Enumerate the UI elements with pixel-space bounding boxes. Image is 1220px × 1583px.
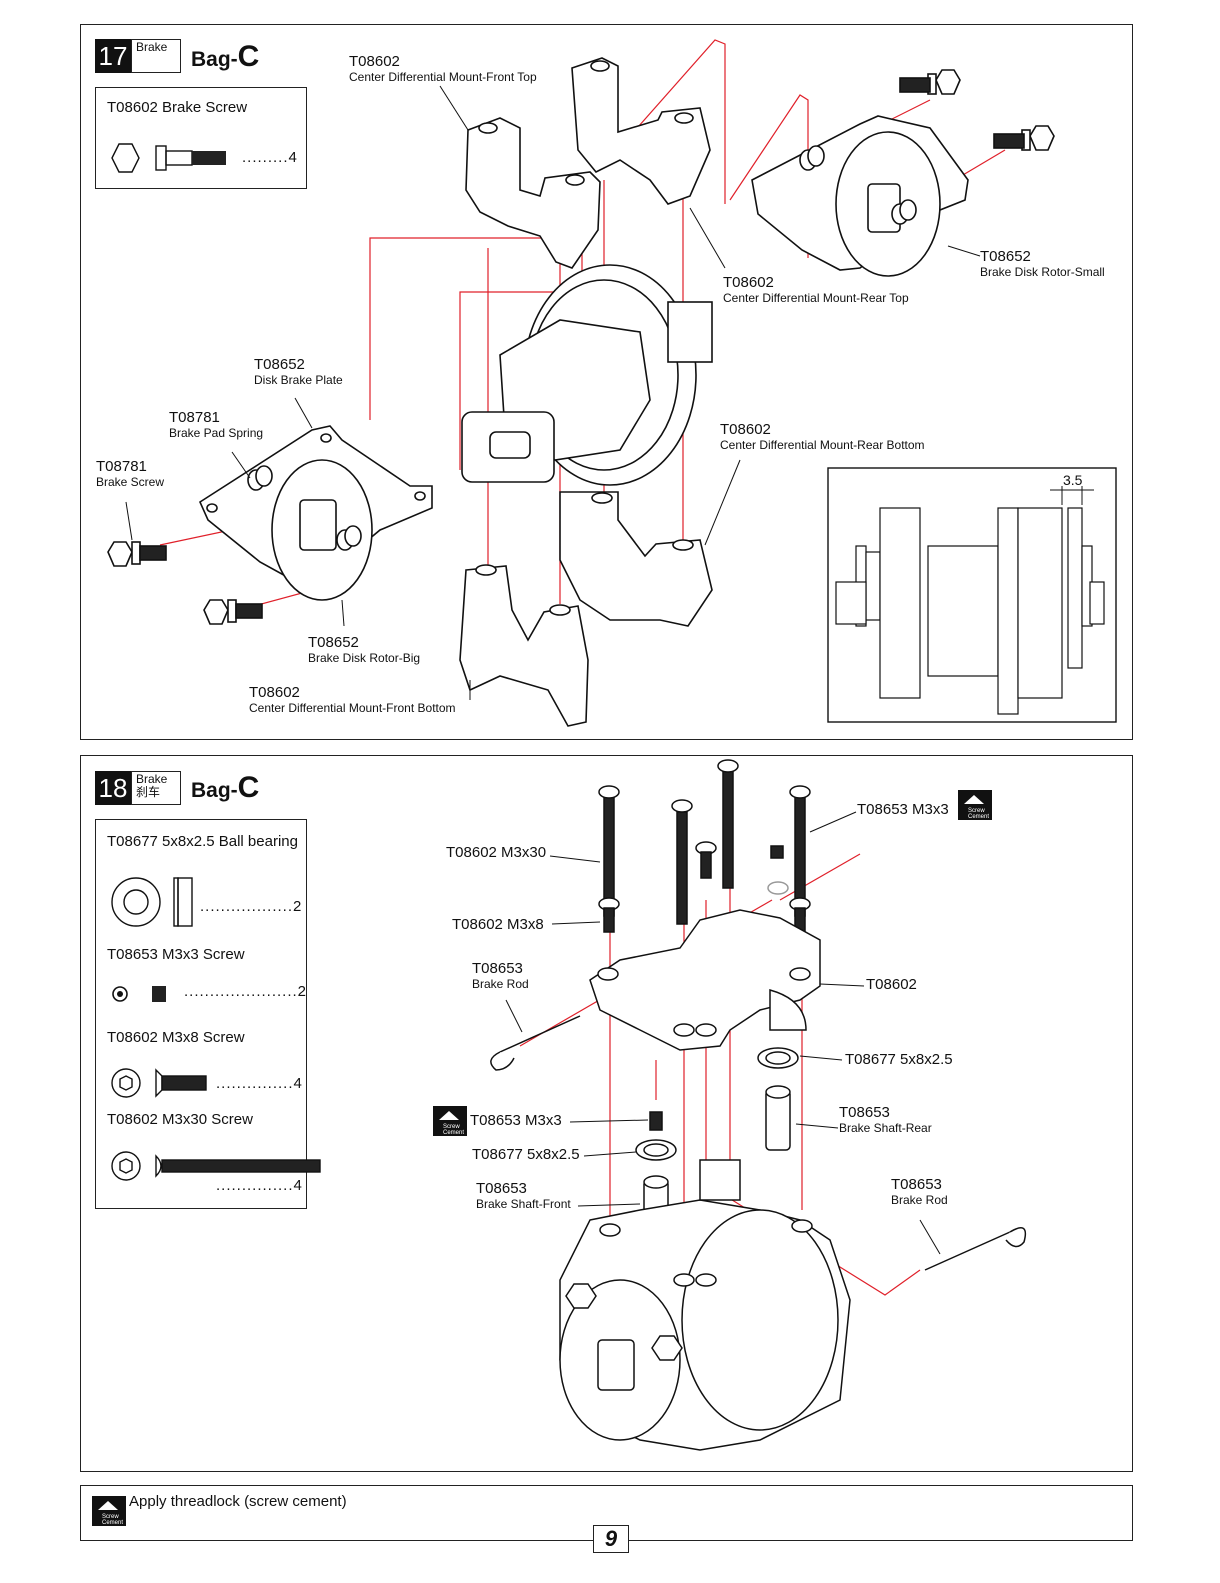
label-rear-bottom: T08602 Center Differential Mount-Rear Bo… bbox=[720, 421, 925, 452]
step-17-parts-box: T08602 Brake Screw .........4 bbox=[95, 87, 307, 189]
label-m3x3-top: T08653 M3x3 bbox=[857, 801, 949, 818]
part-m3x8-qty: ...............4 bbox=[216, 1075, 303, 1092]
screw-cement-icon-left: Screw Cement bbox=[433, 1106, 467, 1136]
step-18-tag-cn: 刹车 bbox=[136, 785, 161, 799]
part-m3x3-qty: ......................2 bbox=[184, 983, 308, 1000]
dimension-label: 3.5 bbox=[1063, 472, 1083, 488]
label-rotor-big: T08652 Brake Disk Rotor-Big bbox=[308, 634, 421, 665]
label-m3x3-left: T08653 M3x3 bbox=[470, 1112, 562, 1129]
label-front-top: T08602 Center Differential Mount-Front T… bbox=[349, 53, 537, 84]
label-brake-rod-2: T08653 Brake Rod bbox=[891, 1176, 948, 1207]
label-brake-rod-1: T08653 Brake Rod bbox=[472, 960, 529, 991]
label-m3x30: T08602 M3x30 bbox=[446, 844, 547, 861]
ball-bearing-icon bbox=[111, 877, 193, 927]
step-18-parts-box: T08677 5x8x2.5 Ball bearing T08653 M3x3 … bbox=[95, 819, 321, 1209]
countersunk-screw-icon bbox=[111, 1068, 207, 1098]
screw-cement-icon: Screw Cement bbox=[958, 790, 992, 820]
part-bearing-qty: ..................2 bbox=[200, 898, 303, 915]
part-m3x8-name: T08602 M3x8 Screw bbox=[107, 1029, 245, 1046]
label-bearing-left: T08677 5x8x2.5 bbox=[472, 1146, 580, 1163]
step-18-tag: Brake 刹车 bbox=[131, 771, 181, 805]
parts-icons bbox=[111, 877, 321, 1181]
set-screw-icon bbox=[112, 986, 166, 1002]
step-17-bag: Bag-C bbox=[191, 40, 259, 74]
step-17-exploded-diagram bbox=[107, 39, 1117, 727]
label-shaft-rear: T08653 Brake Shaft-Rear bbox=[839, 1104, 932, 1135]
label-pad-spring: T08781 Brake Pad Spring bbox=[169, 409, 264, 440]
bag-letter: C bbox=[237, 771, 260, 804]
part-brake-screw-qty: .........4 bbox=[242, 149, 298, 166]
part-brake-screw-name: T08602 Brake Screw bbox=[107, 99, 248, 116]
part-bearing-name: T08677 5x8x2.5 Ball bearing bbox=[107, 833, 298, 850]
bag-prefix: Bag- bbox=[191, 779, 238, 802]
part-m3x30-name: T08602 M3x30 Screw bbox=[107, 1111, 253, 1128]
label-shaft-front: T08653 Brake Shaft-Front bbox=[476, 1180, 571, 1211]
step-17-tag: Brake bbox=[131, 39, 181, 73]
label-brake-screw: T08781 Brake Screw bbox=[96, 458, 165, 489]
step-18-tag-en: Brake bbox=[136, 772, 168, 786]
step-18-number: 18 bbox=[95, 771, 131, 805]
label-bearing-right: T08677 5x8x2.5 bbox=[845, 1051, 953, 1068]
screw-cement-icon-footer: Screw Cement bbox=[92, 1496, 126, 1526]
label-rear-top: T08602 Center Differential Mount-Rear To… bbox=[723, 274, 909, 305]
page-number: 9 bbox=[593, 1525, 629, 1553]
step-18-bag: Bag-C bbox=[191, 771, 259, 805]
part-m3x3-name: T08653 M3x3 Screw bbox=[107, 946, 245, 963]
label-rotor-small: T08652 Brake Disk Rotor-Small bbox=[980, 248, 1105, 279]
footer-note: Apply threadlock (screw cement) bbox=[129, 1493, 347, 1510]
label-mount: T08602 bbox=[866, 976, 917, 993]
label-m3x8: T08602 M3x8 bbox=[452, 916, 544, 933]
button-head-screw-icon bbox=[111, 1151, 321, 1181]
label-disk-plate: T08652 Disk Brake Plate bbox=[254, 356, 343, 387]
part-m3x30-qty: ...............4 bbox=[216, 1177, 303, 1194]
brake-screw-icon bbox=[111, 143, 226, 173]
bag-prefix: Bag- bbox=[191, 48, 238, 71]
label-front-bottom: T08602 Center Differential Mount-Front B… bbox=[249, 684, 456, 715]
bag-letter: C bbox=[237, 40, 260, 73]
step-17-tag-en: Brake bbox=[136, 40, 168, 54]
step-17-number: 17 bbox=[95, 39, 131, 73]
